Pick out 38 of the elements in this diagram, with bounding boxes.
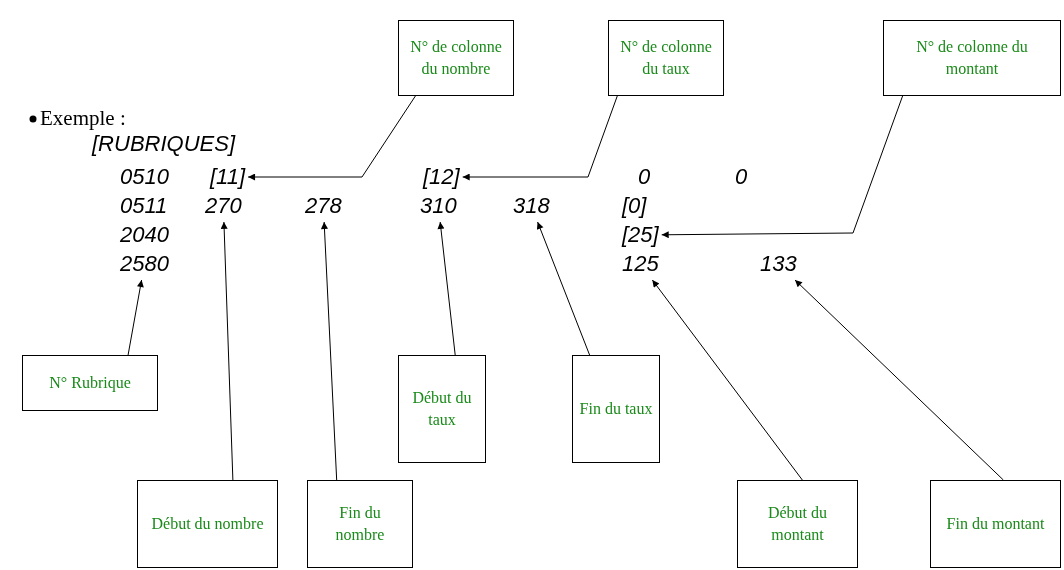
code-value: 2040 bbox=[120, 222, 169, 248]
leader-arrow bbox=[247, 95, 416, 181]
callout-box: Début du nombre bbox=[137, 480, 278, 568]
leader-arrow bbox=[651, 279, 803, 481]
callout-box: Fin du taux bbox=[572, 355, 660, 463]
leader-arrow bbox=[794, 279, 1004, 481]
callout-box: N° de colonne du taux bbox=[608, 20, 724, 96]
callout-box: Début du taux bbox=[398, 355, 486, 463]
code-value: 125 bbox=[622, 251, 659, 277]
callout-box: N° de colonne du nombre bbox=[398, 20, 514, 96]
code-value: 0510 bbox=[120, 164, 169, 190]
leader-arrow bbox=[661, 95, 904, 239]
code-value: [0] bbox=[622, 193, 647, 219]
callout-box: N° de colonne du montant bbox=[883, 20, 1061, 96]
example-heading: Exemple : bbox=[40, 105, 126, 131]
code-value: 278 bbox=[305, 193, 342, 219]
code-value: 270 bbox=[205, 193, 242, 219]
leader-arrow bbox=[462, 95, 618, 181]
callout-box: N° Rubrique bbox=[22, 355, 158, 411]
callout-box: Fin du nombre bbox=[307, 480, 413, 568]
code-value: [12] bbox=[423, 164, 460, 190]
code-value: 0 bbox=[735, 164, 748, 190]
code-value: 2580 bbox=[120, 251, 169, 277]
leader-arrow bbox=[437, 221, 456, 356]
leader-arrow bbox=[220, 221, 234, 481]
leader-arrow bbox=[536, 221, 591, 356]
code-value: 0 bbox=[638, 164, 651, 190]
code-value: [25] bbox=[622, 222, 659, 248]
callout-box: Fin du montant bbox=[930, 480, 1061, 568]
code-value: 0511 bbox=[120, 193, 168, 219]
callout-box: Début du montant bbox=[737, 480, 858, 568]
section-name: [RUBRIQUES] bbox=[92, 131, 236, 157]
leader-arrow bbox=[321, 221, 338, 481]
code-value: 310 bbox=[420, 193, 457, 219]
code-value: 133 bbox=[760, 251, 797, 277]
code-value: 318 bbox=[513, 193, 550, 219]
leader-arrow bbox=[127, 279, 144, 356]
code-value: [11] bbox=[210, 164, 246, 190]
